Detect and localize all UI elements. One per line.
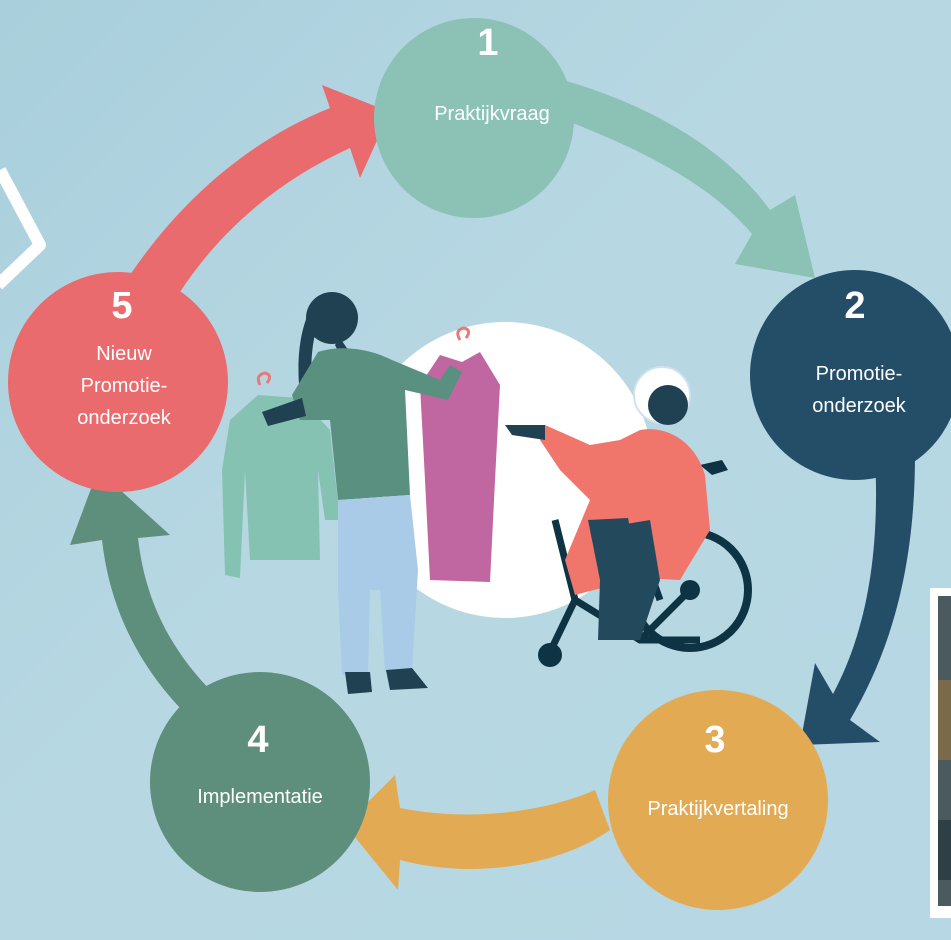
decorative-outline bbox=[0, 167, 46, 290]
step-2-number: 2 bbox=[844, 285, 865, 327]
step-5-label-line2: Promotie- bbox=[81, 375, 168, 397]
care-illustration bbox=[222, 292, 752, 694]
photo-thumbnail bbox=[930, 588, 951, 918]
sweater-shape bbox=[222, 395, 340, 578]
arrow-1-to-2 bbox=[560, 80, 815, 278]
arrow-4-to-5 bbox=[70, 470, 215, 720]
arrow-2-to-3 bbox=[800, 455, 915, 745]
step-3-label: Praktijkvertaling bbox=[647, 798, 788, 820]
step-2-label-line1: Promotie- bbox=[816, 363, 903, 385]
step-5-label-line3: onderzoek bbox=[77, 407, 171, 429]
step-1-number: 1 bbox=[477, 22, 498, 64]
step-5: 5 Nieuw Promotie- onderzoek bbox=[8, 272, 228, 492]
sweater-on-hanger bbox=[222, 371, 340, 578]
step-3-circle bbox=[608, 690, 828, 910]
dress-shape bbox=[420, 352, 500, 582]
step-1-circle bbox=[374, 18, 574, 218]
step-2-circle bbox=[750, 270, 951, 480]
step-2-label-line2: onderzoek bbox=[812, 395, 906, 417]
dress-on-hanger bbox=[420, 326, 500, 582]
step-4-label: Implementatie bbox=[197, 786, 323, 808]
arrow-3-to-4 bbox=[345, 775, 610, 890]
step-5-number: 5 bbox=[111, 285, 132, 327]
arrow-5-to-1 bbox=[128, 85, 390, 292]
step-1-label: Praktijkvraag bbox=[434, 103, 550, 125]
step-4-circle bbox=[150, 672, 370, 892]
patient-in-wheelchair bbox=[505, 366, 752, 667]
step-5-circle bbox=[8, 272, 228, 492]
step-4: 4 Implementatie bbox=[150, 672, 370, 892]
caregiver bbox=[262, 292, 462, 694]
step-1: 1 Praktijkvraag bbox=[374, 18, 574, 218]
step-3: 3 Praktijkvertaling bbox=[608, 690, 828, 910]
step-4-number: 4 bbox=[247, 719, 268, 761]
step-5-label-line1: Nieuw bbox=[96, 343, 152, 365]
step-2: 2 Promotie- onderzoek bbox=[750, 270, 951, 480]
step-3-number: 3 bbox=[704, 719, 725, 761]
